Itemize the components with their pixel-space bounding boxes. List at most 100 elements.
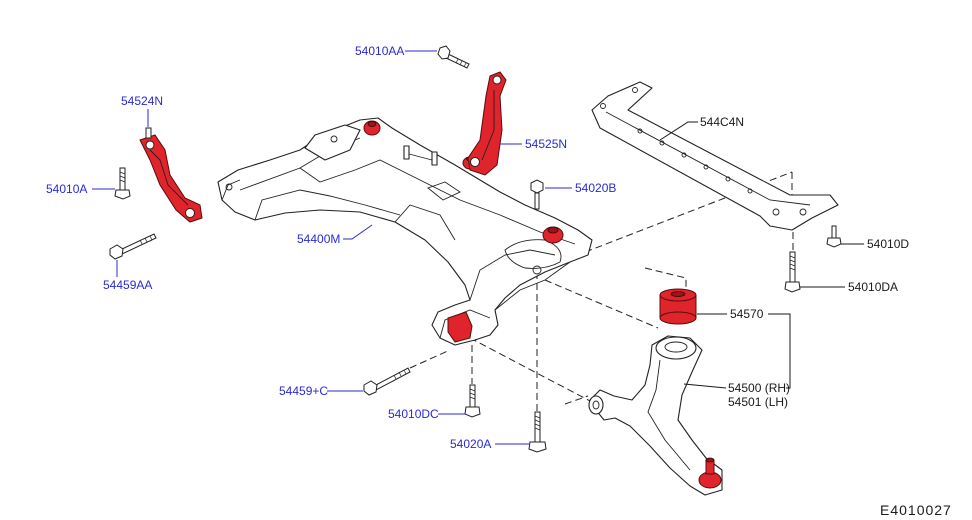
bolt-54459-C xyxy=(363,367,411,396)
callout-54459-C[interactable]: 54459+C xyxy=(279,384,328,398)
stay-hole-4 xyxy=(659,140,665,146)
bolt-54010AA xyxy=(437,45,470,69)
callout-544C4N[interactable]: 544C4N xyxy=(700,115,744,129)
bolt-54020A-thread xyxy=(534,415,541,431)
bushing-54570-bore xyxy=(670,291,686,297)
front-suspension-member xyxy=(217,117,593,346)
bolt-54010AA-thread xyxy=(455,58,467,68)
callout-54500[interactable]: 54500 (RH) xyxy=(728,381,790,395)
dash-member-to-bushing xyxy=(544,279,659,329)
ball-joint-stud-top xyxy=(705,457,715,463)
callout-labels: 54010AA 54524N 54010A 54459AA 54525N 540… xyxy=(46,44,909,451)
member-stud-left xyxy=(403,145,410,160)
callout-54524N[interactable]: 54524N xyxy=(121,94,163,108)
bolt-54010A-thread xyxy=(119,171,126,183)
callout-54010DA[interactable]: 54010DA xyxy=(848,280,898,294)
member-detail-left-end xyxy=(221,179,241,201)
stay-hole-8 xyxy=(747,188,753,194)
lower-arm-front-bushing xyxy=(588,395,604,415)
link-54524N-lower-pivot xyxy=(185,208,195,218)
bolt-54020B-head xyxy=(530,179,544,194)
lower-arm-front-bushing-bore xyxy=(592,400,600,410)
bolt-54020B-shaft xyxy=(534,192,540,210)
callout-54400M[interactable]: 54400M xyxy=(297,232,340,246)
bolt-54020A-head xyxy=(528,441,547,453)
bolt-54010A-shaft xyxy=(119,167,126,191)
member-detail-inner xyxy=(394,204,456,241)
callout-54020A[interactable]: 54020A xyxy=(450,437,491,451)
member-bushing-rear-right-top xyxy=(547,226,559,234)
callout-54501[interactable]: 54501 (LH) xyxy=(728,395,788,409)
bracket-54525N-body xyxy=(467,71,507,176)
bolt-54020A xyxy=(528,411,547,453)
member-mount-hole xyxy=(532,265,542,275)
callout-54010D[interactable]: 54010D xyxy=(867,237,909,251)
bushing-54570 xyxy=(659,288,697,325)
stay-hole-10 xyxy=(799,208,807,216)
bolt-54010AA-shaft xyxy=(445,53,470,69)
bolt-54459AA xyxy=(109,233,157,260)
bracket-54525N xyxy=(467,71,507,176)
link-54524N-body xyxy=(139,134,203,223)
bolt-54020B xyxy=(530,179,544,210)
bolt-54010DC-shaft xyxy=(469,384,476,408)
stay-hole-2 xyxy=(632,87,638,93)
member-detail-left-rail xyxy=(254,189,401,221)
member-stud-bar xyxy=(408,153,433,161)
dash-bolt-54459C xyxy=(409,349,451,369)
bolt-54010DA-head xyxy=(784,281,801,293)
figure-code: E4010027 xyxy=(880,502,952,518)
lower-arm-inner-line xyxy=(647,359,691,471)
bolt-54010D-shaft xyxy=(831,225,837,239)
bolt-54459-C-thread xyxy=(393,369,407,380)
lower-arm-outline xyxy=(589,335,723,496)
bolt-54010AA-head xyxy=(437,45,451,60)
callout-54010A[interactable]: 54010A xyxy=(46,182,87,196)
stay-hole-3 xyxy=(637,128,643,134)
bracket-54525N-edge xyxy=(481,90,495,161)
bolt-54010DC-thread xyxy=(469,388,476,400)
dash-arm-left xyxy=(564,395,589,405)
callout-54570[interactable]: 54570 xyxy=(730,307,764,321)
callout-54459AA[interactable]: 54459AA xyxy=(103,278,152,292)
dash-bushing-guide xyxy=(644,267,687,292)
bolt-54010A xyxy=(114,167,131,200)
stay-hole-6 xyxy=(703,164,709,170)
bolt-54010D-head xyxy=(826,237,842,248)
leader-54400M xyxy=(343,224,373,240)
dash-member-to-arm xyxy=(469,337,593,403)
member-detail-crossbar xyxy=(299,159,576,245)
callout-54525N[interactable]: 54525N xyxy=(525,137,567,151)
bushing-54570-bottom xyxy=(659,311,697,325)
stay-hole-5 xyxy=(681,152,687,158)
member-left-hole xyxy=(225,183,233,191)
leader-54570-bracket xyxy=(768,313,791,389)
lower-arm-54500 xyxy=(588,335,723,496)
stay-outline xyxy=(591,81,839,231)
callout-54010AA[interactable]: 54010AA xyxy=(355,44,404,58)
bolt-54459AA-thread xyxy=(139,235,153,245)
stay-hole-7 xyxy=(725,176,731,182)
bolt-54010DA-thread xyxy=(789,255,796,271)
member-bushing-front-left-top xyxy=(367,121,377,127)
bolt-54010A-head xyxy=(114,189,131,200)
callout-54010DC[interactable]: 54010DC xyxy=(388,407,439,421)
stay-544C4N xyxy=(591,81,839,231)
lower-arm-bushing-bore xyxy=(664,341,688,353)
leader-544C4N xyxy=(659,121,698,141)
leader-54500 xyxy=(683,383,727,389)
bolt-54459AA-head xyxy=(109,244,124,260)
member-bracket-bushing xyxy=(447,311,473,343)
stay-hole-1 xyxy=(600,103,606,109)
link-54524N-stud xyxy=(145,127,152,139)
callout-54020B[interactable]: 54020B xyxy=(575,181,616,195)
bolt-54459-C-head xyxy=(363,380,378,396)
member-detail-gusset xyxy=(469,249,556,301)
stay-hole-9 xyxy=(772,208,780,216)
member-front-tower xyxy=(304,124,361,161)
member-detail-gusset-lower xyxy=(494,261,571,311)
member-stud-right xyxy=(431,151,438,166)
bracket-54525N-lower-hole xyxy=(470,157,480,167)
bracket-54525N-upper-hole xyxy=(492,75,502,85)
